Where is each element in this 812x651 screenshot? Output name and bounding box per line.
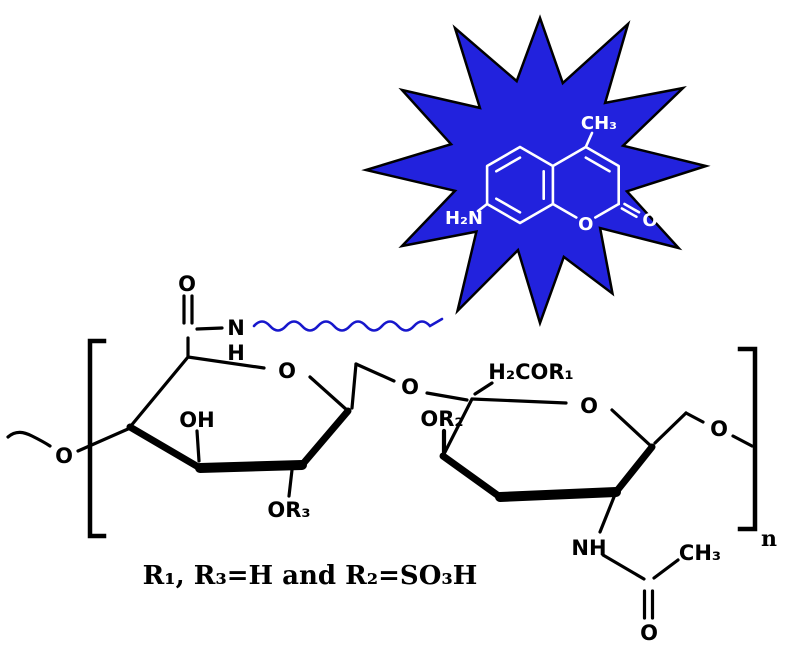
linkage-c1-up-bond xyxy=(350,362,358,410)
ring2-c4-c5-bond xyxy=(441,397,474,458)
ring1-oxygen-label: O xyxy=(278,359,296,383)
ring1-oh-bond xyxy=(195,429,201,463)
coumarin-c3c4-double-bond xyxy=(584,156,611,173)
ring2-c5-o-bond xyxy=(470,397,568,405)
coumarin: CH₃ H₂N O O xyxy=(445,113,658,235)
ring2: O H₂COR₁ OR₂ xyxy=(420,360,656,502)
coumarin-ring-oxygen-bond xyxy=(594,202,620,219)
glycosidic-linkage: O xyxy=(350,362,469,410)
amide-hydrogen-label: H xyxy=(227,341,245,365)
acetamido-methyl-label: CH₃ xyxy=(679,541,721,565)
left-terminal-o-c4-bond xyxy=(76,427,130,453)
right-terminal-kink-bond xyxy=(684,411,705,424)
acetamido-nh-c-bond xyxy=(601,553,646,581)
ring2-oxygen-label: O xyxy=(580,394,598,418)
amide-group: O N H xyxy=(178,272,245,365)
linkage-to-oxygen-bond xyxy=(354,362,396,383)
ring1-front-bond xyxy=(195,460,307,473)
linkage-from-oxygen-bond xyxy=(425,391,469,402)
ring1-or3-label: OR₃ xyxy=(267,498,310,522)
substituent-legend: R₁, R₃=H and R₂=SO₃H xyxy=(143,561,478,591)
ring1-o-c1-bond xyxy=(308,375,350,413)
linker-wavy-line xyxy=(252,317,444,332)
ring2-c1-c2-bond xyxy=(612,443,656,496)
coumarin-carbonyl-oxygen-label: O xyxy=(642,210,657,231)
amide-oxygen-label: O xyxy=(178,272,196,296)
glycosidic-oxygen-label: O xyxy=(401,375,419,399)
acetamido-nh-label: NH xyxy=(571,536,606,560)
coumarin-carbonyl-double-bond xyxy=(620,207,638,219)
acetamido-group: NH CH₃ O xyxy=(571,490,721,645)
ring1-c1-c2-bond xyxy=(298,407,352,469)
left-bracket xyxy=(87,338,107,539)
amide-nitrogen-label: N xyxy=(227,316,245,340)
ring1-or3-bond xyxy=(287,468,294,498)
left-terminal-oxygen-label: O xyxy=(55,444,73,468)
ring1: O OH OR₃ xyxy=(126,355,352,522)
right-bracket xyxy=(737,346,758,532)
coumarin-ring-oxygen-label: O xyxy=(578,214,593,235)
ring2-ch2or1-label: H₂COR₁ xyxy=(488,360,573,384)
acetamido-oxygen-label: O xyxy=(640,621,658,645)
ring1-c4-c5-bond xyxy=(128,355,190,429)
acetamido-methyl-bond xyxy=(652,558,680,580)
coumarin-pyranone-ring xyxy=(551,145,620,206)
coumarin-methyl-label: CH₃ xyxy=(581,113,617,134)
amc-star: CH₃ H₂N O O xyxy=(361,14,711,327)
ring2-c3-c4-bond xyxy=(439,452,504,501)
ring2-or2-label: OR₂ xyxy=(420,407,463,431)
left-terminal-chain-line xyxy=(6,430,52,448)
coumarin-benzene-inner-bond xyxy=(495,197,522,214)
coumarin-amine-bond xyxy=(476,202,489,213)
ring1-c5-o-bond xyxy=(186,355,266,370)
coumarin-ring-oxygen-bond xyxy=(551,202,578,219)
starburst-shape xyxy=(361,14,711,327)
brackets: n xyxy=(87,338,777,552)
ring1-c3-c4-bond xyxy=(126,423,204,472)
right-terminal: O xyxy=(653,411,754,448)
right-terminal-oxygen-label: O xyxy=(710,417,728,441)
right-terminal-o-bracket-bond xyxy=(731,434,754,448)
right-terminal-c1-bond xyxy=(653,411,688,445)
ring2-ch2or1-bond xyxy=(473,381,494,396)
coumarin-carbonyl-double-bond xyxy=(623,202,641,214)
acetamido-c2-nh-bond xyxy=(598,490,618,534)
left-terminal: O xyxy=(6,427,130,468)
ring2-o-c1-bond xyxy=(610,408,654,449)
ring2-front-bond xyxy=(495,487,621,502)
coumarin-benzene-inner-bond xyxy=(495,156,522,173)
coumarin-amine-label: H₂N xyxy=(445,208,483,229)
amide-c-n-bond xyxy=(195,326,224,331)
repeat-subscript-n: n xyxy=(761,526,777,552)
coumarin-methyl-bond xyxy=(584,131,594,149)
ring1-hydroxyl-label: OH xyxy=(179,408,214,432)
